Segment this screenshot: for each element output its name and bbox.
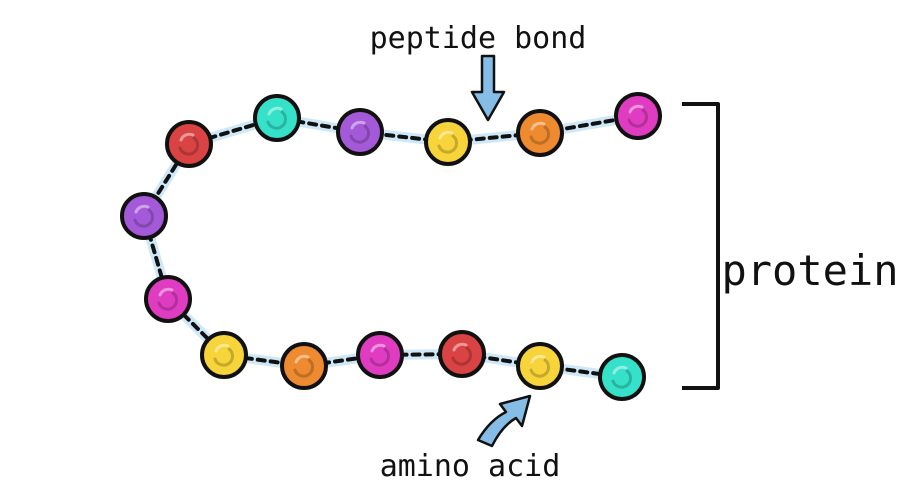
- amino-acid-magenta: [614, 92, 662, 140]
- amino-acid-magenta: [356, 331, 404, 379]
- amino-acid-yellow: [200, 331, 248, 379]
- amino-acid-arrow: [476, 394, 532, 448]
- peptide-bond-arrow: [470, 54, 506, 122]
- amino-acid-teal: [253, 94, 301, 142]
- amino-acid-teal: [598, 353, 646, 401]
- protein-bracket: [682, 102, 720, 390]
- amino-acid-yellow: [516, 342, 564, 390]
- amino-acid-yellow: [424, 118, 472, 166]
- amino-acid-purple: [120, 192, 168, 240]
- peptide-bond-label: peptide bond: [370, 21, 587, 56]
- amino-acid-orange: [280, 342, 328, 390]
- amino-acid-red: [438, 330, 486, 378]
- amino-acid-label: amino acid: [380, 449, 561, 484]
- amino-acid-red: [165, 120, 213, 168]
- amino-acid-orange: [516, 109, 564, 157]
- amino-acid-purple: [336, 108, 384, 156]
- amino-acid-magenta: [144, 275, 192, 323]
- protein-label: protein: [721, 246, 898, 295]
- amino-acid-chain: [120, 92, 662, 401]
